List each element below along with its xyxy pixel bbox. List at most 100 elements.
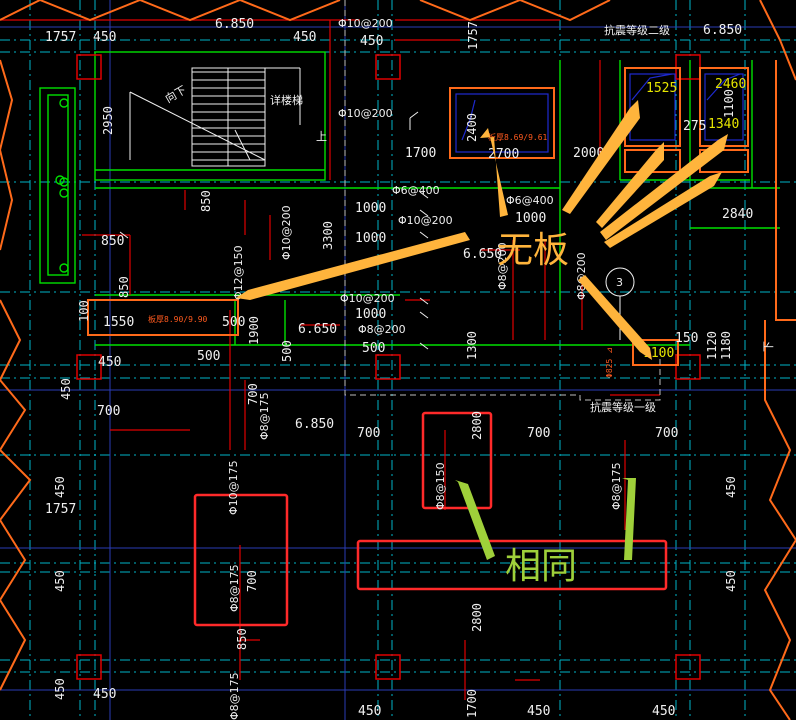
dim-700-c: 700: [357, 426, 380, 441]
dim-2950: 2950: [101, 106, 115, 135]
dim-500-a: 500: [222, 315, 245, 330]
same-arrows: [455, 478, 636, 560]
dim-450-n: 450: [724, 570, 738, 592]
rebar-r14: Φ8@175: [228, 564, 241, 612]
rebar-r12: Φ8@175: [258, 392, 271, 440]
dimension-texts: 1757 450 450 450 2950 1757 1700 2400 270…: [45, 21, 753, 719]
dim-450-d: 450: [98, 355, 121, 370]
dim-1300: 1300: [465, 331, 479, 360]
dim-275: 275: [683, 119, 706, 134]
zone-outline: [344, 0, 661, 401]
dim-1525: 1525: [646, 81, 677, 96]
dim-450-g: 450: [53, 570, 67, 592]
dim-1900: 1900: [247, 316, 261, 345]
rebar-r6: Φ10@200: [280, 205, 293, 260]
rotated-label-right: 下: [762, 341, 775, 352]
dim-1100: 1100: [722, 89, 736, 118]
dim-1757-top: 1757: [45, 30, 76, 45]
dim-1000-c: 1000: [355, 307, 386, 322]
dim-450-m: 450: [724, 476, 738, 498]
highlight-box-center: [421, 411, 493, 510]
dim-2400: 2400: [465, 113, 479, 142]
dim-850-b: 850: [101, 234, 124, 249]
rebar-r15: Φ8@150: [434, 462, 447, 510]
rebar-r13: Φ10@175: [227, 460, 240, 515]
dim-450-top-c: 450: [360, 34, 383, 49]
dim-450-e: 450: [59, 378, 73, 400]
dim-450-k: 450: [527, 704, 550, 719]
dim-2800-b: 2800: [470, 603, 484, 632]
dim-450-l: 450: [652, 704, 675, 719]
dim-3300: 3300: [321, 221, 335, 250]
left-elevator: [39, 87, 76, 284]
dim-100: 100: [77, 300, 91, 322]
dim-450-h: 450: [53, 678, 67, 700]
dim-450-j: 450: [358, 704, 381, 719]
dim-700-f: 700: [245, 570, 259, 592]
seismic-grade-2-label: 抗震等级二级: [604, 23, 670, 37]
dim-500-c: 500: [362, 341, 385, 356]
rebar-texts: Φ10@200 Φ10@200 Φ6@400 Φ6@400 Φ10@200 Φ1…: [227, 17, 623, 720]
no-slab-arrows: [236, 100, 728, 360]
slab-tag-1: 板厚8.69/9.61: [488, 132, 548, 142]
staircase: [129, 67, 301, 167]
dim-1180: 1180: [719, 331, 733, 360]
dim-1340: 1340: [708, 117, 739, 132]
rebar-r11: Φ8@200: [358, 323, 406, 336]
slab-tag-2: 板厚8.90/9.90: [148, 314, 208, 324]
highlight-boxes: [193, 411, 668, 627]
dim-1757-vert: 1757: [466, 21, 480, 50]
elevation-e2: 6.850: [703, 23, 742, 38]
dim-2700: 2700: [488, 147, 519, 162]
stair-down-label: 向下: [163, 82, 189, 105]
highlight-box-bottom: [356, 539, 668, 591]
rebar-r5: Φ10@200: [398, 214, 453, 227]
dim-450-f: 450: [53, 476, 67, 498]
dim-2460: 2460: [715, 77, 746, 92]
rebar-r10: Φ8@200: [575, 252, 588, 300]
elevation-texts: 6.850 6.850 6.650 6.650 6.850: [215, 17, 742, 432]
dim-2800-a: 2800: [470, 411, 484, 440]
dim-850-a: 850: [199, 190, 213, 212]
rebar-r7: Φ12@150: [232, 245, 245, 300]
rebar-r3: Φ6@400: [392, 184, 440, 197]
dim-500-d: 500: [280, 340, 294, 362]
elevation-e1: 6.850: [215, 17, 254, 32]
dim-450-top-a: 450: [93, 30, 116, 45]
dim-450-top-b: 450: [293, 30, 316, 45]
stair-detail-label: 详楼梯: [270, 93, 303, 107]
rebar-r17: Φ8@175: [228, 672, 241, 720]
dim-700-b: 700: [246, 383, 260, 405]
annotation-same: 相同: [505, 546, 577, 587]
columns: [76, 54, 701, 680]
dim-1700: 1700: [405, 146, 436, 161]
dim-450-i: 450: [93, 687, 116, 702]
rebar-r1: Φ10@200: [338, 17, 393, 30]
elevation-e4: 6.650: [298, 322, 337, 337]
dim-700-a: 700: [97, 404, 120, 419]
dim-850-bottom: 850: [235, 628, 249, 650]
dim-700-d: 700: [527, 426, 550, 441]
dim-1000-d: 1000: [515, 211, 546, 226]
rebar-r16: Φ8@175: [610, 462, 623, 510]
stair-up-label: 上: [316, 130, 327, 143]
dim-1120: 1120: [705, 331, 719, 360]
rebar-r8: Φ10@200: [340, 292, 395, 305]
dim-1757-mid: 1757: [45, 502, 76, 517]
elevation-e5: 6.850: [295, 417, 334, 432]
dim-2840: 2840: [722, 207, 753, 222]
dim-1000-b: 1000: [355, 231, 386, 246]
annotation-no-slab: 无板: [497, 230, 569, 271]
dim-850-c: 850: [117, 276, 131, 298]
slab-tag-3: Φ825 ⊿: [605, 347, 614, 378]
dim-2000: 2000: [573, 146, 604, 161]
dim-1550: 1550: [103, 315, 134, 330]
tick-marks: [119, 111, 429, 350]
dim-700-e: 700: [655, 426, 678, 441]
dim-500-b: 500: [197, 349, 220, 364]
dim-1700-bottom: 1700: [465, 689, 479, 718]
rebar-r2: Φ10@200: [338, 107, 393, 120]
seismic-grade-1-label: 抗震等级一级: [590, 400, 656, 414]
